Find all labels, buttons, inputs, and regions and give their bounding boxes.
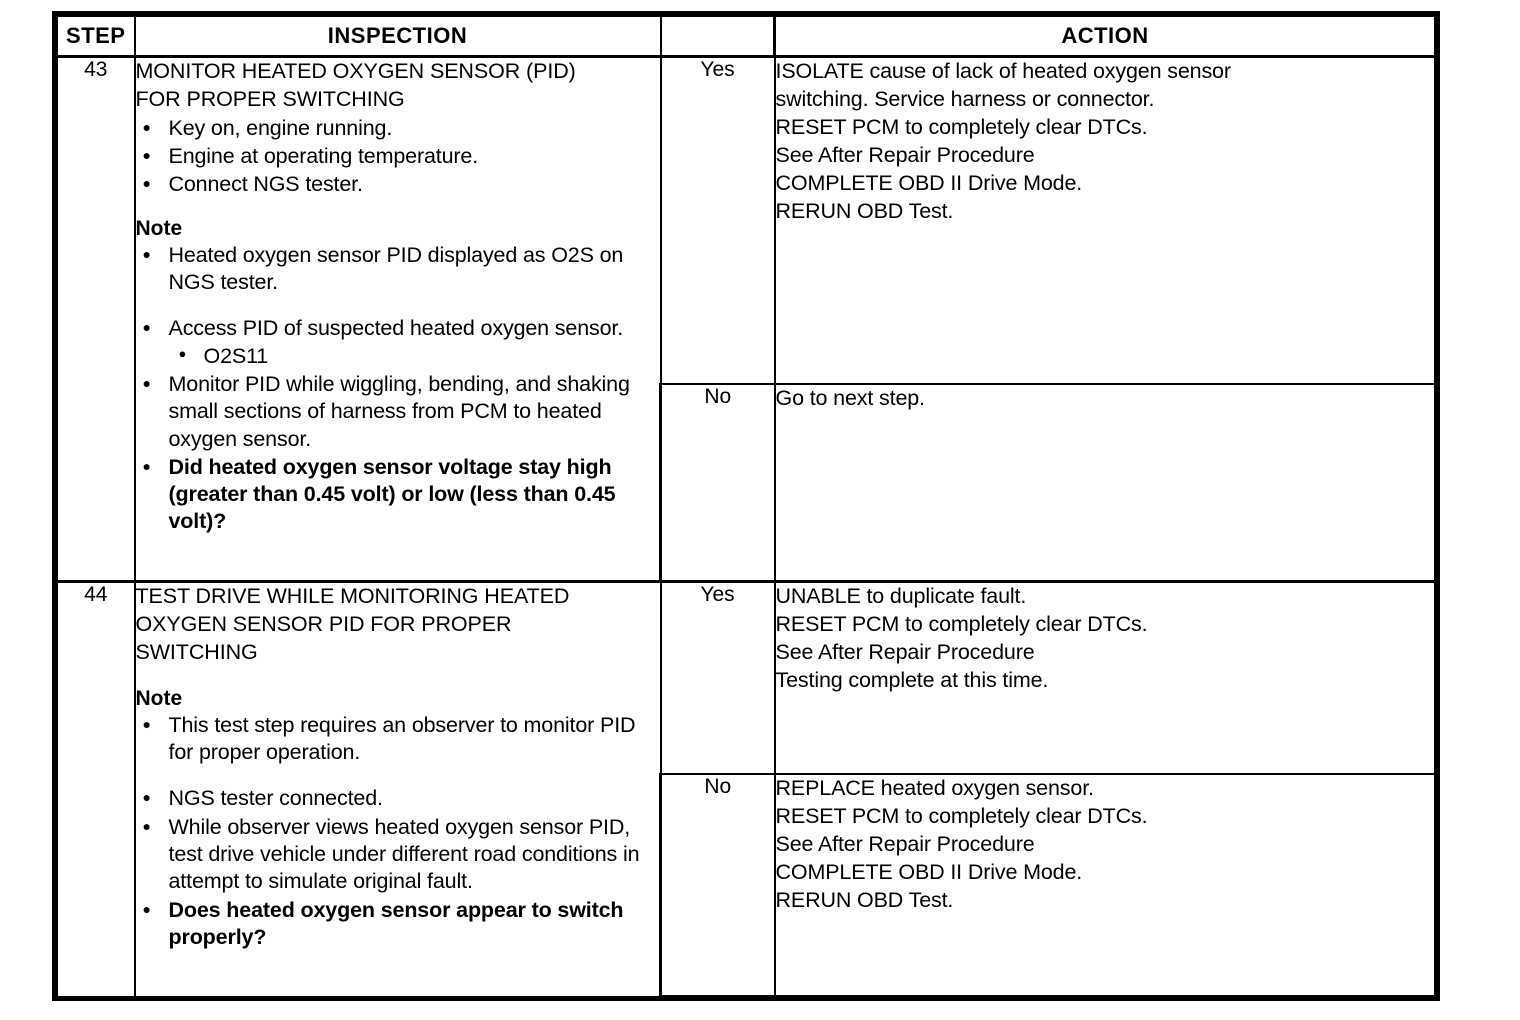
table-header-row: STEP INSPECTION ACTION xyxy=(55,14,1437,58)
column-header-yesno xyxy=(659,14,776,58)
outcome-label-44-no: No xyxy=(659,773,776,998)
column-header-action: ACTION xyxy=(773,14,1437,58)
action-line: ISOLATE cause of lack of heated oxygen s… xyxy=(775,59,1232,83)
inspection-title-44: TEST DRIVE WHILE MONITORING HEATED OXYGE… xyxy=(135,584,570,664)
inspection-precondition-list-43: Key on, engine running. Engine at operat… xyxy=(136,114,660,199)
outcome-label-44-yes: Yes xyxy=(659,580,776,775)
action-line: switching. Service harness or connector. xyxy=(775,86,1155,111)
table-row: 44 TEST DRIVE WHILE MONITORING HEATED OX… xyxy=(55,580,1437,998)
action-line: RESET PCM to completely clear DTCs. xyxy=(775,114,1148,139)
action-line: See After Repair Procedure xyxy=(775,831,1035,856)
inspection-cell-44: TEST DRIVE WHILE MONITORING HEATED OXYGE… xyxy=(133,580,662,998)
table-row: No Go to next step. xyxy=(57,383,1437,583)
action-cell-44-no: REPLACE heated oxygen sensor. RESET PCM … xyxy=(773,773,1437,998)
diagnostic-procedure-table: STEP INSPECTION ACTION 43 MONITOR HEATED… xyxy=(52,11,1440,1001)
action-line: COMPLETE OBD II Drive Mode. xyxy=(775,170,1083,195)
list-item: O2S11 xyxy=(169,342,660,370)
inspection-sub-list-43: O2S11 xyxy=(169,342,660,370)
list-item: Heated oxygen sensor PID displayed as O2… xyxy=(136,241,660,297)
action-cell-43-yes: ISOLATE cause of lack of heated oxygen s… xyxy=(773,55,1437,385)
inspection-note-list-43: Heated oxygen sensor PID displayed as O2… xyxy=(136,241,660,536)
action-line: UNABLE to duplicate fault. xyxy=(775,584,1027,608)
list-item: This test step requires an observer to m… xyxy=(136,711,660,767)
outcome-label-43-no: No xyxy=(659,383,776,583)
action-line: RERUN OBD Test. xyxy=(775,887,954,912)
action-line: RESET PCM to completely clear DTCs. xyxy=(775,803,1148,828)
step-number-43: 43 xyxy=(55,55,136,583)
note-label-43: Note xyxy=(135,216,183,240)
column-header-inspection: INSPECTION xyxy=(133,14,662,58)
list-item: Access PID of suspected heated oxygen se… xyxy=(136,314,660,370)
inspection-question-43: Did heated oxygen sensor voltage stay hi… xyxy=(136,453,660,536)
outcome-label-43-yes: Yes xyxy=(659,55,776,385)
action-cell-43-no: Go to next step. xyxy=(773,383,1437,583)
action-line: See After Repair Procedure xyxy=(775,639,1035,664)
inspection-question-44: Does heated oxygen sensor appear to swit… xyxy=(136,896,660,952)
action-line: Go to next step. xyxy=(775,386,926,410)
action-line: See After Repair Procedure xyxy=(775,142,1035,167)
note-label-44: Note xyxy=(135,686,183,710)
action-line: COMPLETE OBD II Drive Mode. xyxy=(775,859,1083,884)
inspection-cell-43: MONITOR HEATED OXYGEN SENSOR (PID) FOR P… xyxy=(133,55,662,583)
list-item: Monitor PID while wiggling, bending, and… xyxy=(136,370,660,453)
list-item: Key on, engine running. xyxy=(136,114,660,142)
inspection-title-43: MONITOR HEATED OXYGEN SENSOR (PID) FOR P… xyxy=(135,59,576,111)
inspection-note-list-44: This test step requires an observer to m… xyxy=(136,711,660,952)
list-item: While observer views heated oxygen senso… xyxy=(136,813,660,896)
table-row: No REPLACE heated oxygen sensor. RESET P… xyxy=(57,773,1437,998)
action-line: REPLACE heated oxygen sensor. xyxy=(775,776,1095,800)
table-row: 43 MONITOR HEATED OXYGEN SENSOR (PID) FO… xyxy=(55,55,1437,583)
action-line: RERUN OBD Test. xyxy=(775,198,954,223)
list-item: Engine at operating temperature. xyxy=(136,142,660,170)
step-number-44: 44 xyxy=(55,580,136,998)
list-item-text: Access PID of suspected heated oxygen se… xyxy=(168,316,624,341)
action-cell-44-yes: UNABLE to duplicate fault. RESET PCM to … xyxy=(773,580,1437,775)
list-item: Connect NGS tester. xyxy=(136,170,660,198)
action-line: Testing complete at this time. xyxy=(775,667,1049,692)
column-header-step: STEP xyxy=(55,14,136,58)
action-line: RESET PCM to completely clear DTCs. xyxy=(775,611,1148,636)
list-item: NGS tester connected. xyxy=(136,784,660,812)
